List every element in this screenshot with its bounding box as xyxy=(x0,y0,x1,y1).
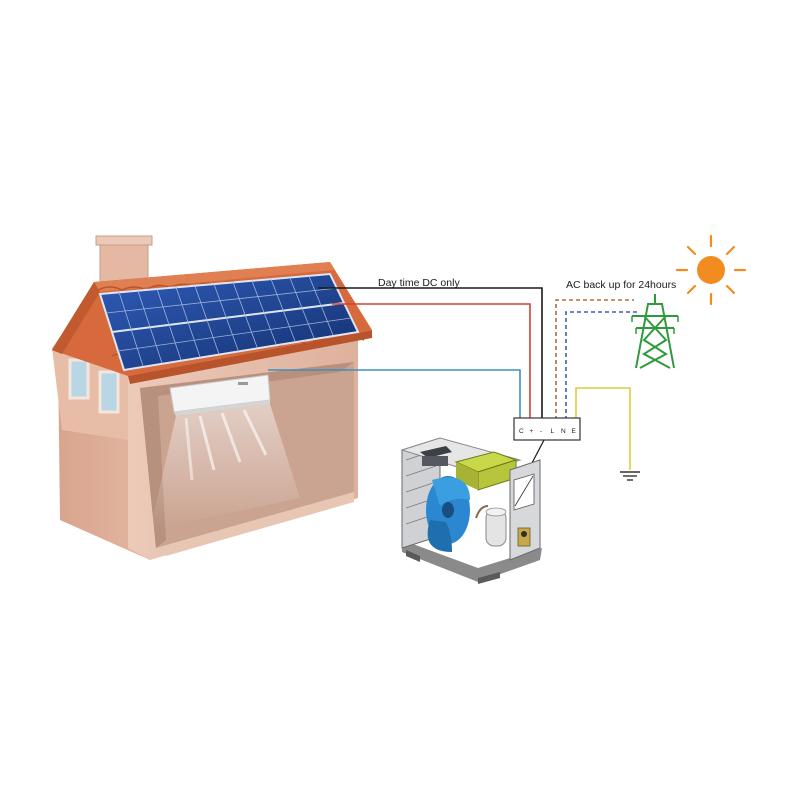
terminal-label: + xyxy=(530,428,534,435)
fan-blade xyxy=(426,476,470,552)
outdoor-ac-unit xyxy=(400,437,542,584)
earth-wire xyxy=(575,387,631,470)
control-board xyxy=(454,451,518,491)
signal-wire xyxy=(268,369,521,420)
window-right xyxy=(98,370,120,414)
dc-line-label: Day time DC only xyxy=(378,277,460,289)
compressor xyxy=(475,505,507,547)
dc-negative-wire xyxy=(318,287,543,420)
ac-neutral-wire xyxy=(565,311,640,420)
solar-panel-array xyxy=(98,272,360,372)
ac-line-label: AC back up for 24hours xyxy=(566,279,677,291)
terminal-label: - xyxy=(540,428,542,435)
cool-air-flow xyxy=(150,404,300,530)
wiring xyxy=(268,287,640,470)
sun-icon xyxy=(675,234,747,306)
window-left xyxy=(68,358,90,400)
ground-symbol-icon xyxy=(620,471,640,481)
ac-live-wire xyxy=(555,299,634,420)
house xyxy=(52,235,372,560)
terminal-label: N xyxy=(561,428,566,435)
terminal-label: L xyxy=(551,428,555,435)
room-floor-edge xyxy=(156,492,354,556)
terminal-label: C xyxy=(519,428,524,435)
indoor-ac-unit xyxy=(169,374,271,416)
power-pylon-icon xyxy=(631,294,679,369)
dc-positive-wire xyxy=(332,303,531,420)
terminal-label: E xyxy=(572,428,577,435)
